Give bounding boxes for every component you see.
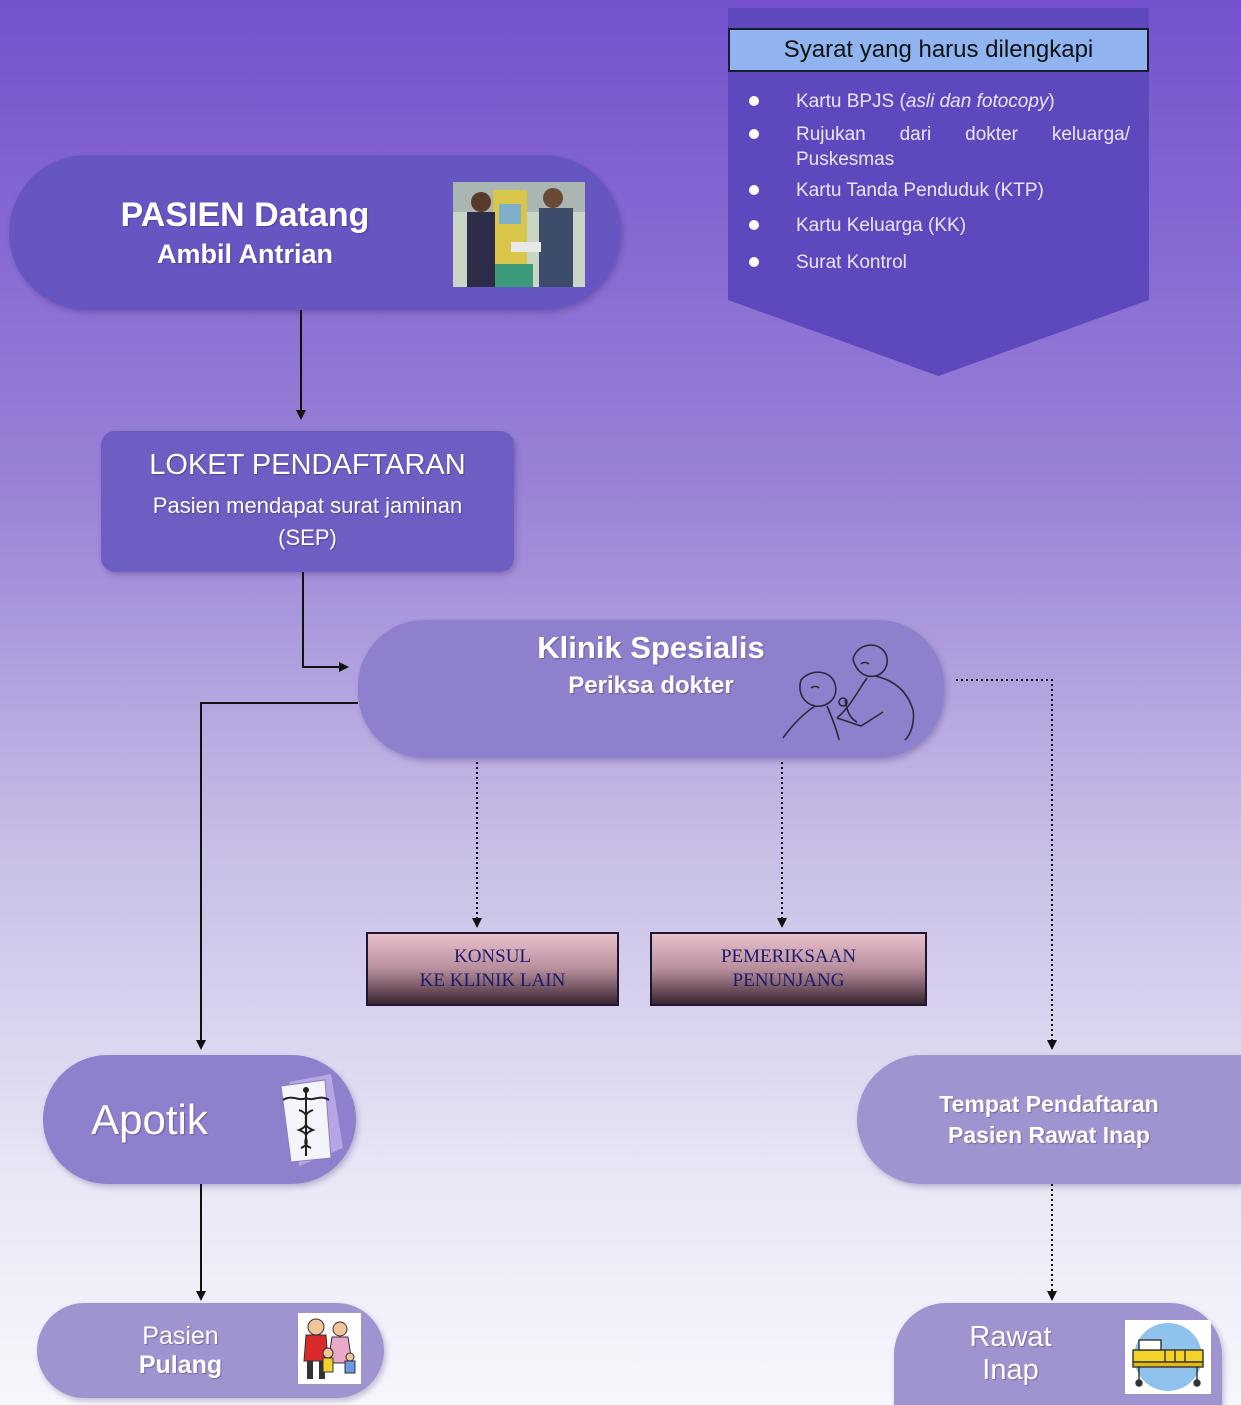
loket-title: LOKET PENDAFTARAN bbox=[149, 449, 466, 481]
loket-subtitle: Pasien mendapat surat jaminan (SEP) bbox=[152, 493, 463, 550]
arrow-klinik-to-tempat bbox=[956, 679, 1057, 1050]
requirement-item: Kartu Tanda Penduduk (KTP) bbox=[796, 180, 1044, 201]
bullet-icon bbox=[749, 129, 759, 139]
queue-photo bbox=[453, 182, 585, 287]
pasien-subtitle: Ambil Antrian bbox=[156, 238, 333, 269]
bullet-icon bbox=[749, 185, 759, 195]
requirement-item: Kartu BPJS (asli dan fotocopy) bbox=[796, 91, 1055, 112]
klinik-subtitle: Periksa dokter bbox=[568, 672, 734, 699]
requirement-item: Rujukan dari dokter keluarga/ Puskesmas bbox=[796, 124, 1130, 170]
family-icon bbox=[298, 1313, 361, 1384]
requirement-item: Kartu Keluarga (KK) bbox=[796, 215, 967, 236]
requirements-header: Syarat yang harus dilengkapi bbox=[728, 28, 1149, 72]
hospital-bed-icon bbox=[1125, 1320, 1211, 1394]
requirement-item: Surat Kontrol bbox=[796, 252, 907, 273]
tempat-text: Tempat Pendaftaran Pasien Rawat Inap bbox=[939, 1090, 1159, 1148]
pulang-line2: Pulang bbox=[138, 1350, 223, 1379]
rawat-line1: Rawat bbox=[969, 1321, 1052, 1353]
pemeriksaan-penunjang-box: PEMERIKSAAN PENUNJANG bbox=[650, 932, 927, 1006]
bullet-icon bbox=[749, 96, 759, 106]
arrow-loket-to-klinik bbox=[302, 572, 349, 672]
apotik-title: Apotik bbox=[91, 1095, 208, 1143]
arrow-klinik-to-apotik bbox=[196, 702, 358, 1050]
pasien-title: PASIEN Datang bbox=[120, 195, 370, 234]
tempat-pendaftaran-rawat-inap-node: Tempat Pendaftaran Pasien Rawat Inap bbox=[857, 1055, 1241, 1184]
caduceus-icon bbox=[280, 1074, 343, 1166]
doctor-examining-icon bbox=[782, 644, 915, 741]
bullet-icon bbox=[749, 257, 759, 267]
konsul-klinik-lain-box: KONSUL KE KLINIK LAIN bbox=[366, 932, 619, 1006]
klinik-title: Klinik Spesialis bbox=[537, 630, 765, 665]
rawat-line2: Inap bbox=[982, 1354, 1039, 1386]
loket-pendaftaran-node: LOKET PENDAFTARAN Pasien mendapat surat … bbox=[101, 431, 514, 572]
bullet-icon bbox=[749, 220, 759, 230]
klinik-spesialis-node: Klinik Spesialis Periksa dokter bbox=[358, 620, 944, 758]
pulang-line1: Pasien bbox=[142, 1321, 219, 1350]
